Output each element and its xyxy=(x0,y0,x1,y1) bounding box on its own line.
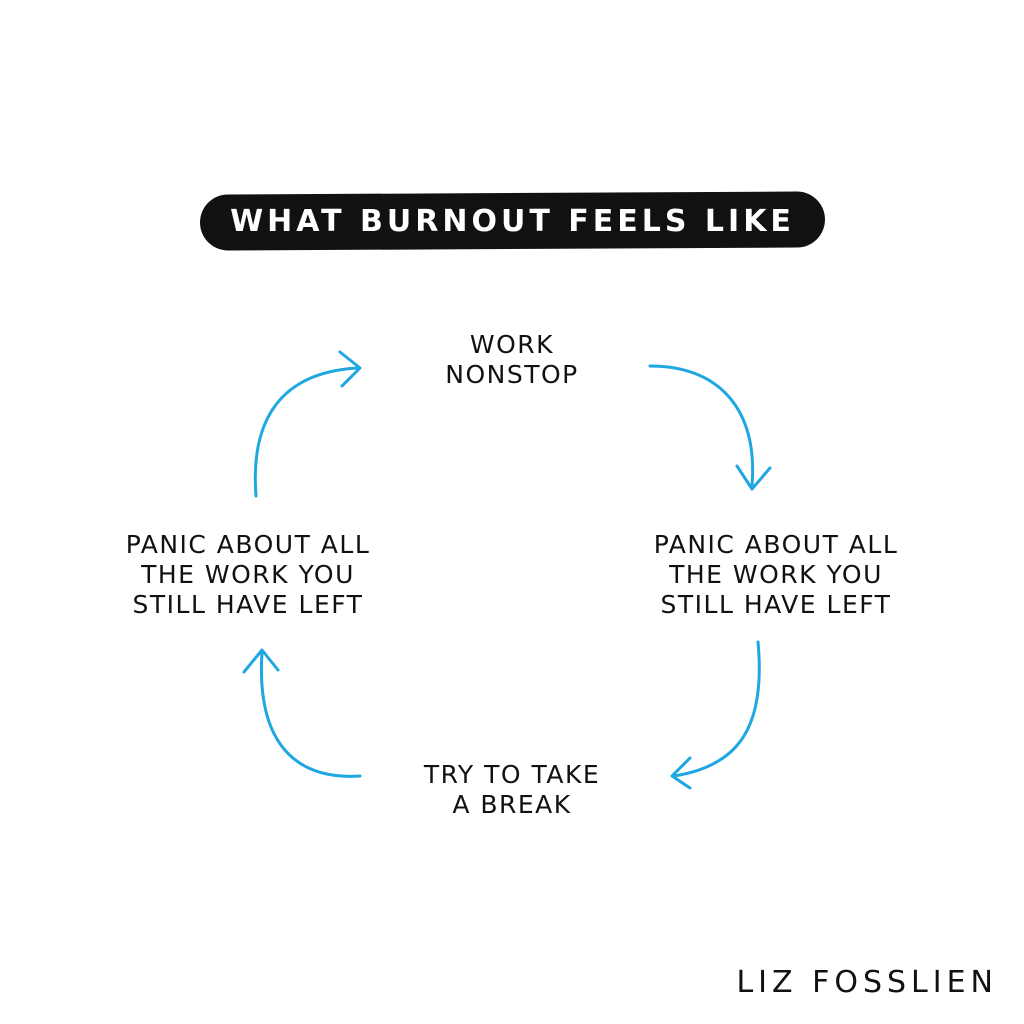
node-line: A BREAK xyxy=(452,790,572,819)
node-line: THE WORK YOU xyxy=(669,560,883,589)
arrow-left-to-top xyxy=(253,350,362,498)
node-line: PANIC ABOUT ALL xyxy=(125,530,371,559)
node-line: NONSTOP xyxy=(445,360,579,389)
node-line: WORK xyxy=(469,330,555,359)
artist-signature: LIZ FOSSLIEN xyxy=(736,965,998,1000)
node-panic-right: PANIC ABOUT ALL THE WORK YOU STILL HAVE … xyxy=(616,530,936,620)
node-work-nonstop: WORK NONSTOP xyxy=(384,330,640,390)
arrow-top-to-right xyxy=(648,364,772,491)
node-line: STILL HAVE LEFT xyxy=(660,590,892,619)
arrow-right-to-bottom xyxy=(670,640,761,790)
node-line: TRY TO TAKE xyxy=(423,760,601,789)
node-line: PANIC ABOUT ALL xyxy=(653,530,899,559)
node-line: STILL HAVE LEFT xyxy=(132,590,364,619)
node-try-to-take-a-break: TRY TO TAKE A BREAK xyxy=(384,760,640,820)
arrow-bottom-to-left xyxy=(242,648,362,778)
diagram-title: WHAT BURNOUT FEELS LIKE xyxy=(230,203,795,239)
node-panic-left: PANIC ABOUT ALL THE WORK YOU STILL HAVE … xyxy=(88,530,408,620)
node-line: THE WORK YOU xyxy=(141,560,355,589)
